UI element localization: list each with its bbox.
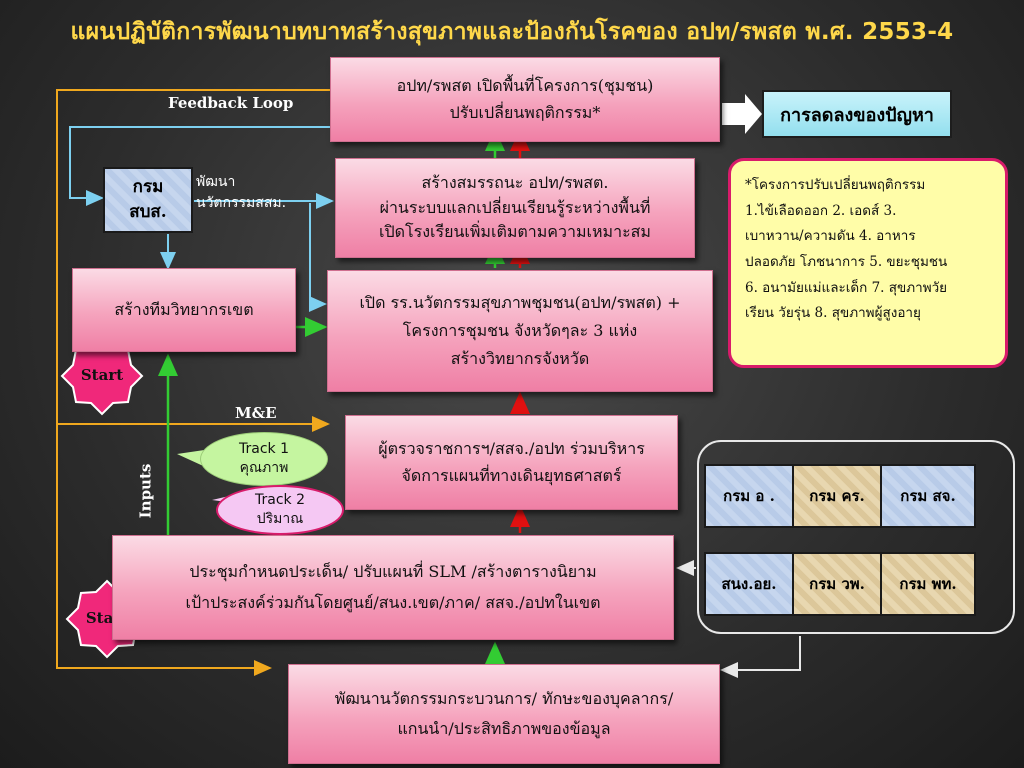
white-arrows — [676, 94, 801, 678]
department-panel — [697, 440, 1015, 634]
box-regional-trainer-team: สร้างทีมวิทยากรเขต — [72, 268, 296, 352]
box-meeting-slm: ประชุมกำหนดประเด็น/ ปรับแผนที่ SLM /สร้า… — [112, 535, 674, 640]
start-label-top: Start — [80, 366, 124, 384]
box-develop-process: พัฒนานวัตกรรมกระบวนการ/ ทักษะของบุคลากร/… — [288, 664, 720, 764]
slide-title: แผนปฏิบัติการพัฒนาบทบาทสร้างสุขภาพและป้อ… — [70, 19, 954, 45]
box-open-innovation-school: เปิด รร.นวัตกรรมสุขภาพชุมชน(อปท/รพสต) +โ… — [327, 270, 713, 392]
box-build-capacity: สร้างสมรรถนะ อปท/รพสต.ผ่านระบบแลกเปลี่ยน… — [335, 158, 695, 258]
cyan-arrows — [69, 126, 334, 312]
dept-cell-mental-health: กรม สจ. — [880, 464, 976, 528]
inputs-label: Inputs — [136, 463, 155, 519]
outcome-arrow — [722, 94, 762, 134]
develop-innovation-label: พัฒนา นวัตกรรมสสม. — [196, 174, 287, 211]
dept-box-sbs: กรมสบส. — [103, 167, 193, 233]
dept-cell-fda: สนง.อย. — [704, 552, 794, 616]
dept-cell-medical-science: กรม วพ. — [792, 552, 882, 616]
outcome-box: การลดลงของปัญหา — [762, 90, 952, 138]
box-inspector-strategy: ผู้ตรวจราชการฯ/สสจ./อปท ร่วมบริหารจัดการ… — [345, 415, 678, 510]
box-open-area-behavior: อปท/รพสต เปิดพื้นที่โครงการ(ชุมชน)ปรับเป… — [330, 57, 720, 142]
dept-cell-disease-control: กรม คร. — [792, 464, 882, 528]
dept-cell-thai-medicine: กรม พท. — [880, 552, 976, 616]
dept-cell-anamai: กรม อ . — [704, 464, 794, 528]
feedback-loop-arrow — [56, 89, 330, 676]
feedback-loop-label: Feedback Loop — [168, 94, 294, 112]
me-label: M&E — [235, 404, 277, 422]
start-star-top — [60, 336, 144, 416]
